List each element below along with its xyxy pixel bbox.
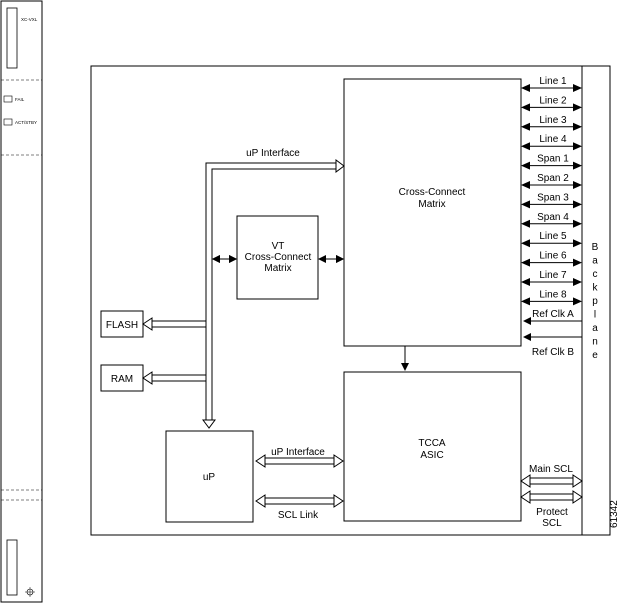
line-label: Line 1 [539,76,567,87]
arrowhead-left [521,297,530,306]
ref-clk-a-label: Ref Clk A [532,309,574,320]
fail-label: FAIL [15,97,25,102]
flash-label: FLASH [106,320,138,331]
line-label: Line 3 [539,115,567,126]
diagram-frame [90,65,611,536]
arrowhead-right [573,103,582,112]
up-interface-bottom-label: uP Interface [271,447,325,458]
arrowhead-right [573,239,582,248]
main-scl-label: Main SCL [529,464,573,475]
line-label: Line 8 [539,289,567,300]
arrowhead-right [573,258,582,267]
vt-matrix-block [236,215,319,300]
scl-link-label: SCL Link [278,510,319,521]
arrowhead-left [521,84,530,92]
arrowhead-right [573,84,582,92]
act-stby-label: ACT/STBY [15,120,37,125]
arrowhead-right [573,297,582,306]
arrowhead-right [573,200,582,209]
arrowhead-right [573,278,582,286]
arrowhead-right [573,219,582,228]
arrowhead-left [521,239,530,248]
ram-block [100,364,144,392]
card-faceplate: XC-VXL FAIL ACT/STBY [0,0,43,603]
arrowhead-left [521,181,530,189]
line-label: Span 2 [537,173,569,184]
line-label: Span 1 [537,154,569,165]
arrowhead-left [521,278,530,286]
ram-label: RAM [111,374,133,385]
act-stby-led [3,118,13,126]
arrowhead-left [521,142,530,151]
line-label: Line 6 [539,251,567,262]
card-name: XC-VXL [21,17,38,22]
arrowhead-right [573,161,582,170]
arrowhead-left [521,103,530,112]
up-interface-top-label: uP Interface [246,148,300,159]
arrowhead-right [573,122,582,131]
arrowhead-right [573,181,582,189]
line-label: Line 5 [539,231,567,242]
arrowhead-left [521,161,530,170]
arrowhead-left [521,219,530,228]
arrowhead-left [521,122,530,131]
up-bus [142,159,345,429]
line-label: Line 7 [539,270,567,281]
flash-block [100,310,144,338]
line-label: Span 3 [537,192,569,203]
scl-backplane-links [520,474,583,504]
line-label: Line 2 [539,95,567,106]
figure-id: 61342 [609,500,620,528]
up-label: uP [203,472,216,483]
line-span-links: Line 1 Line 2 Line 3 Line 4 Span 1 Span 2 Span… [521,76,582,306]
fail-led [3,95,13,103]
arrowhead-left [521,200,530,209]
ref-clk-b-label: Ref Clk B [532,347,575,358]
tcca-asic-block [343,371,522,522]
up-tcca-links [255,454,344,508]
line-label: Line 4 [539,134,567,145]
arrowhead-right [573,142,582,151]
cross-connect-matrix-block [343,78,522,347]
up-block [165,430,254,523]
line-label: Span 4 [537,212,569,223]
arrowhead-left [521,258,530,267]
